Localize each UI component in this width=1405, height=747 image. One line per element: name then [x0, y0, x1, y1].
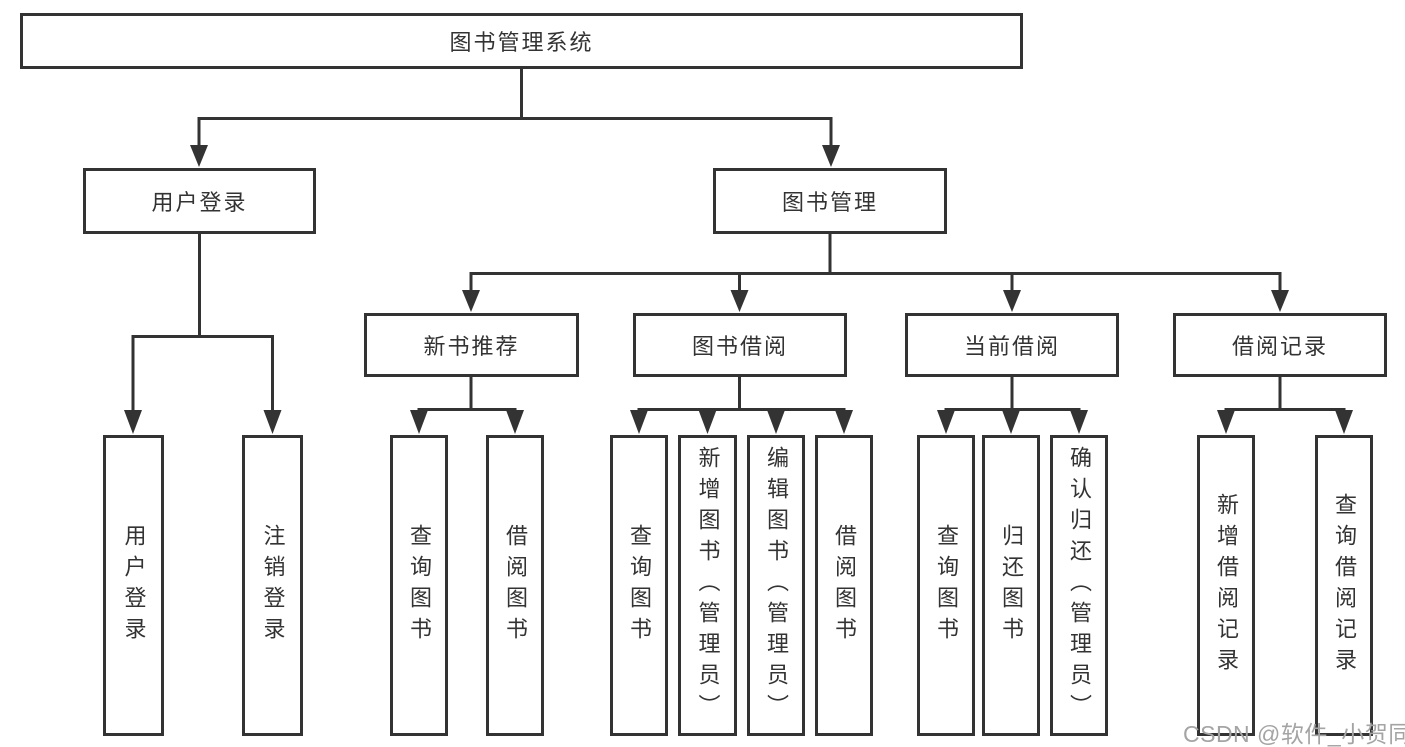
leaf-borrow-books-recommend-label: 借阅图书	[503, 523, 528, 648]
leaf-borrow-books-label: 借阅图书	[832, 523, 857, 648]
leaf-user-login: 用户登录	[103, 435, 164, 736]
leaf-query-books-recommend-label: 查询图书	[407, 523, 432, 648]
node-borrow-records-label: 借阅记录	[1231, 334, 1328, 359]
leaf-edit-book-admin: 编辑图书（管理员）	[747, 435, 805, 736]
watermark: CSDN @软件_小贺同学	[1183, 721, 1405, 747]
leaf-logout: 注销登录	[242, 435, 303, 736]
node-current-borrow: 当前借阅	[905, 313, 1119, 377]
leaf-add-borrow-record-label: 新增借阅记录	[1214, 492, 1239, 679]
leaf-logout-label: 注销登录	[260, 523, 286, 648]
node-new-book-recommend: 新书推荐	[364, 313, 579, 377]
leaf-borrow-books-recommend: 借阅图书	[486, 435, 544, 736]
node-root-label: 图书管理系统	[449, 30, 594, 55]
leaf-confirm-return-admin-label: 确认归还（管理员）	[1067, 446, 1092, 725]
node-user-login-label: 用户登录	[151, 190, 248, 215]
leaf-user-login-label: 用户登录	[121, 523, 147, 648]
leaf-borrow-books: 借阅图书	[815, 435, 873, 736]
leaf-edit-book-admin-label: 编辑图书（管理员）	[764, 446, 789, 725]
leaf-query-books-borrow: 查询图书	[610, 435, 668, 736]
node-current-borrow-label: 当前借阅	[963, 334, 1060, 359]
leaf-query-books-borrow-label: 查询图书	[627, 523, 652, 648]
leaf-return-book-label: 归还图书	[999, 523, 1024, 648]
node-book-management-label: 图书管理	[781, 190, 878, 215]
node-book-borrow: 图书借阅	[633, 313, 847, 377]
leaf-add-book-admin: 新增图书（管理员）	[678, 435, 737, 736]
leaf-confirm-return-admin: 确认归还（管理员）	[1050, 435, 1108, 736]
leaf-return-book: 归还图书	[982, 435, 1040, 736]
node-borrow-records: 借阅记录	[1173, 313, 1387, 377]
node-user-login: 用户登录	[83, 168, 316, 234]
leaf-query-borrow-record-label: 查询借阅记录	[1332, 492, 1357, 679]
leaf-query-books-current-label: 查询图书	[934, 523, 959, 648]
node-new-book-recommend-label: 新书推荐	[423, 334, 520, 359]
node-book-management: 图书管理	[713, 168, 947, 234]
leaf-query-books-current: 查询图书	[917, 435, 975, 736]
leaf-add-borrow-record: 新增借阅记录	[1197, 435, 1255, 736]
leaf-add-book-admin-label: 新增图书（管理员）	[695, 446, 721, 725]
leaf-query-borrow-record: 查询借阅记录	[1315, 435, 1373, 736]
node-book-borrow-label: 图书借阅	[691, 334, 788, 359]
node-root: 图书管理系统	[20, 13, 1023, 69]
leaf-query-books-recommend: 查询图书	[390, 435, 448, 736]
